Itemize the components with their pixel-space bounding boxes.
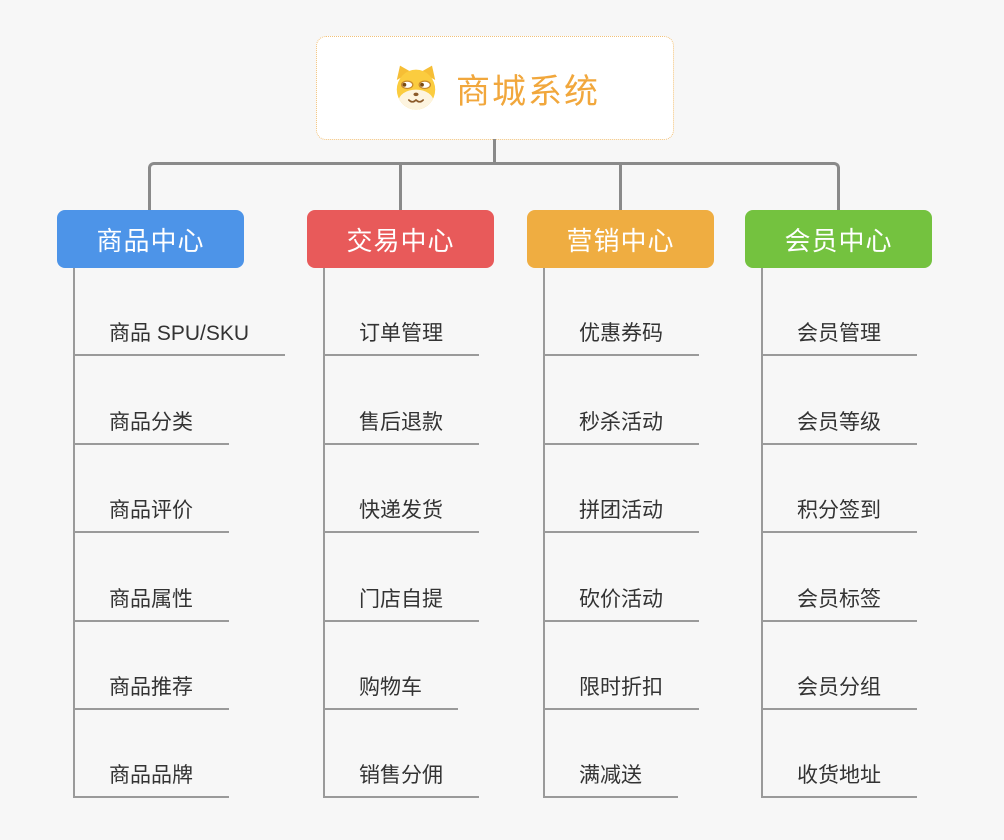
leaf-node[interactable]: 会员标签 [763,533,995,622]
leaf-label: 商品属性 [75,583,229,622]
root-title: 商城系统 [456,72,600,111]
leaf-node[interactable]: 积分签到 [763,445,995,534]
leaf-label: 商品推荐 [75,671,229,710]
leaf-label: 商品品牌 [75,759,229,799]
leaf-label: 秒杀活动 [545,406,699,445]
connector-bracket [148,162,840,210]
branch-marketing-center: 营销中心 优惠券码 秒杀活动 拼团活动 砍价活动 限时折扣 满减送 [527,210,777,799]
leaf-node[interactable]: 优惠券码 [545,268,777,357]
leaf-node[interactable]: 满减送 [545,710,777,799]
root-node[interactable]: 商城系统 [316,36,674,140]
branch-spine: 会员管理 会员等级 积分签到 会员标签 会员分组 收货地址 [761,268,995,799]
leaf-label: 门店自提 [325,583,479,622]
leaf-node[interactable]: 商品品牌 [75,710,307,799]
shiba-dog-icon [396,65,436,110]
leaf-label: 限时折扣 [545,671,699,710]
leaf-node[interactable]: 售后退款 [325,356,557,445]
leaf-node[interactable]: 拼团活动 [545,445,777,534]
leaf-node[interactable]: 购物车 [325,622,557,710]
leaf-node[interactable]: 商品 SPU/SKU [75,268,307,357]
leaf-label: 购物车 [325,671,458,710]
connector-drop-branch-3 [619,164,622,210]
leaf-label: 订单管理 [325,317,479,357]
leaf-label: 商品评价 [75,494,229,534]
leaf-node[interactable]: 会员分组 [763,622,995,710]
leaf-node[interactable]: 限时折扣 [545,622,777,710]
leaf-node[interactable]: 门店自提 [325,533,557,622]
branch-trade-center: 交易中心 订单管理 售后退款 快递发货 门店自提 购物车 销售分佣 [307,210,557,799]
leaf-label: 会员等级 [763,406,917,445]
branch-node-member-center[interactable]: 会员中心 [745,210,932,268]
branch-node-marketing-center[interactable]: 营销中心 [527,210,714,268]
leaf-node[interactable]: 销售分佣 [325,710,557,799]
leaf-label: 拼团活动 [545,494,699,534]
branch-node-trade-center[interactable]: 交易中心 [307,210,494,268]
branch-node-product-center[interactable]: 商品中心 [57,210,244,268]
leaf-node[interactable]: 商品分类 [75,356,307,445]
branch-product-center: 商品中心 商品 SPU/SKU 商品分类 商品评价 商品属性 商品推荐 商品品牌 [57,210,307,799]
leaf-node[interactable]: 商品评价 [75,445,307,534]
leaf-node[interactable]: 会员等级 [763,356,995,445]
leaf-node[interactable]: 快递发货 [325,445,557,534]
leaf-label: 收货地址 [763,759,917,799]
leaf-label: 会员分组 [763,671,917,710]
leaf-label: 积分签到 [763,494,917,534]
branch-spine: 优惠券码 秒杀活动 拼团活动 砍价活动 限时折扣 满减送 [543,268,777,799]
branch-member-center: 会员中心 会员管理 会员等级 积分签到 会员标签 会员分组 收货地址 [745,210,995,799]
branch-spine: 商品 SPU/SKU 商品分类 商品评价 商品属性 商品推荐 商品品牌 [73,268,307,799]
leaf-label: 商品 SPU/SKU [75,317,286,357]
leaf-label: 优惠券码 [545,317,699,357]
leaf-label: 会员标签 [763,583,917,622]
leaf-label: 售后退款 [325,406,479,445]
leaf-node[interactable]: 会员管理 [763,268,995,357]
connector-root-stub [493,139,496,165]
leaf-node[interactable]: 秒杀活动 [545,356,777,445]
leaf-node[interactable]: 收货地址 [763,710,995,799]
leaf-node[interactable]: 砍价活动 [545,533,777,622]
leaf-label: 快递发货 [325,494,479,534]
leaf-node[interactable]: 订单管理 [325,268,557,357]
leaf-node[interactable]: 商品属性 [75,533,307,622]
leaf-label: 销售分佣 [325,759,479,799]
leaf-label: 满减送 [545,759,678,799]
leaf-label: 商品分类 [75,406,229,445]
branch-spine: 订单管理 售后退款 快递发货 门店自提 购物车 销售分佣 [323,268,557,799]
leaf-node[interactable]: 商品推荐 [75,622,307,710]
leaf-label: 砍价活动 [545,583,699,622]
leaf-label: 会员管理 [763,317,917,357]
connector-drop-branch-2 [399,164,402,210]
